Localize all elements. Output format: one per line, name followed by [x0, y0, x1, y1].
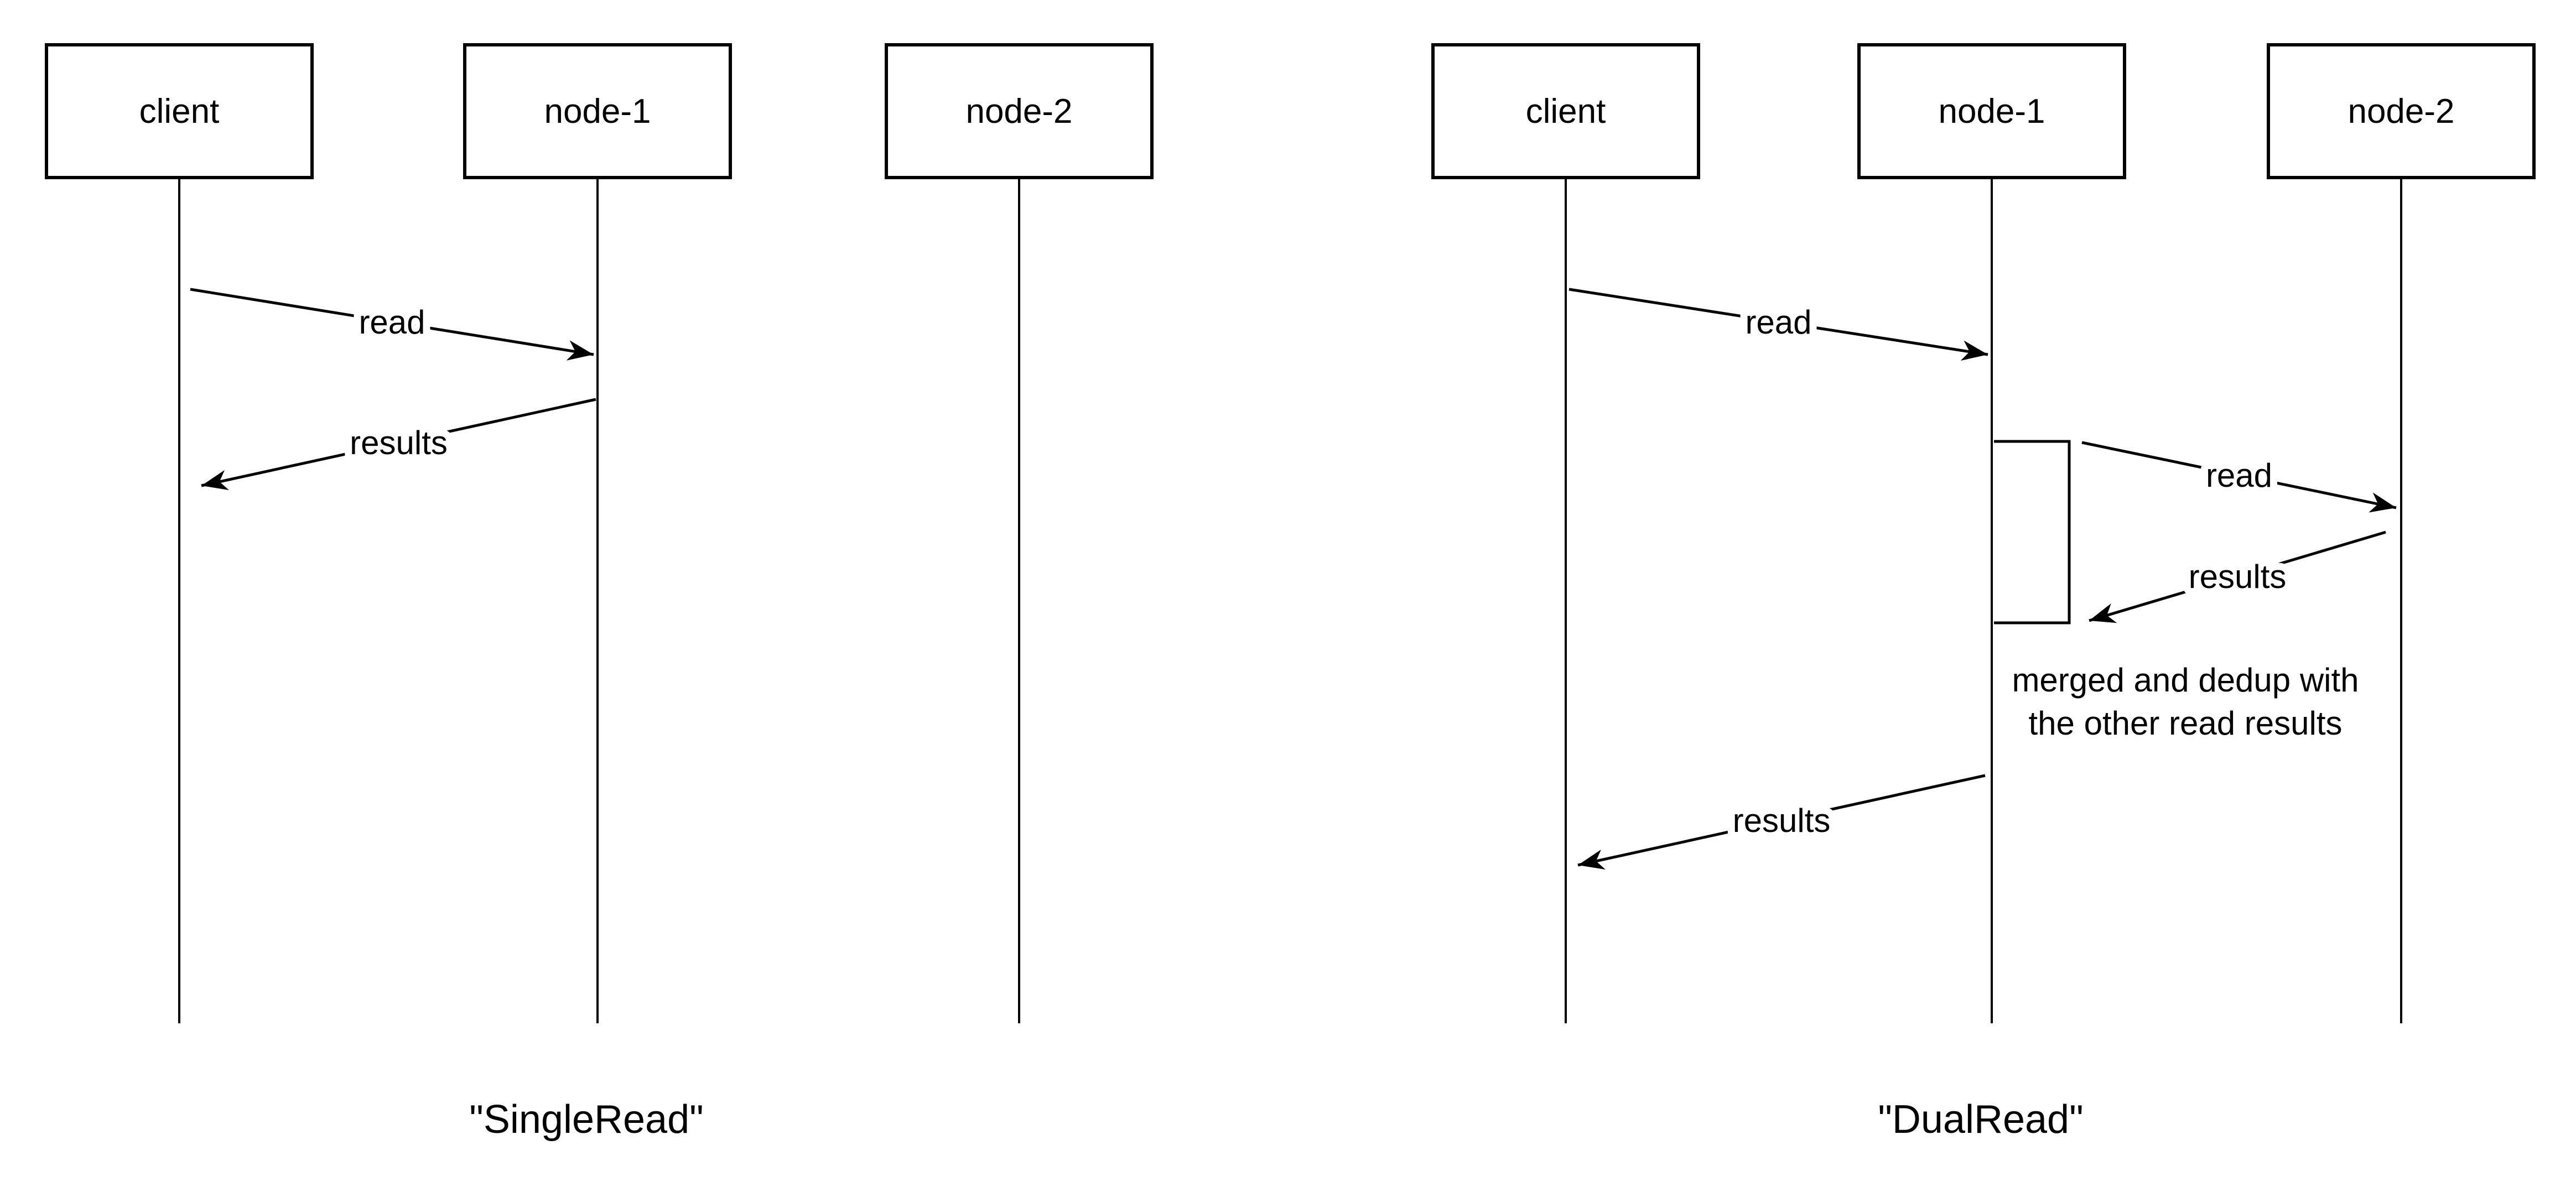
message-arrow-results — [2089, 530, 2386, 623]
diagram-single-read: client node-1 node-2 read results "SingleRead… — [45, 43, 1154, 1142]
actor-box-node-2 — [2267, 43, 2536, 179]
message-label-results: results — [2189, 558, 2287, 595]
message-arrow-read — [2081, 441, 2397, 513]
note-line: the other read results — [2029, 705, 2343, 742]
actor-label-node-2: node-2 — [965, 92, 1072, 131]
actor-box-client — [45, 43, 314, 179]
message-arrow-read — [190, 288, 594, 361]
message-label-results: results — [1733, 802, 1831, 839]
actor-box-node-1 — [1857, 43, 2126, 179]
actor-label-node-1: node-1 — [544, 92, 651, 131]
actor-label-node-2: node-2 — [2348, 92, 2454, 131]
message-arrow-results — [1577, 774, 1986, 870]
actor-label-client: client — [139, 92, 220, 131]
caption-dual-read: "DualRead" — [1878, 1097, 2083, 1142]
actor-label-client: client — [1526, 92, 1606, 131]
actor-box-client — [1431, 43, 1700, 179]
actor-label-node-1: node-1 — [1938, 92, 2045, 131]
message-arrow-results — [201, 398, 596, 491]
message-label-read: read — [2206, 457, 2272, 494]
actor-box-node-1 — [463, 43, 732, 179]
actor-box-node-2 — [885, 43, 1154, 179]
note-line: merged and dedup with — [2012, 662, 2359, 699]
message-label-read: read — [359, 304, 425, 341]
diagram-dual-read: client node-1 node-2 read read results results… — [1431, 43, 2536, 1142]
message-arrow-read — [1569, 288, 1988, 361]
message-label-results: results — [350, 424, 448, 461]
lifeline-bracket — [1994, 440, 2071, 624]
caption-single-read: "SingleRead" — [469, 1097, 703, 1142]
message-label-read: read — [1745, 304, 1811, 341]
